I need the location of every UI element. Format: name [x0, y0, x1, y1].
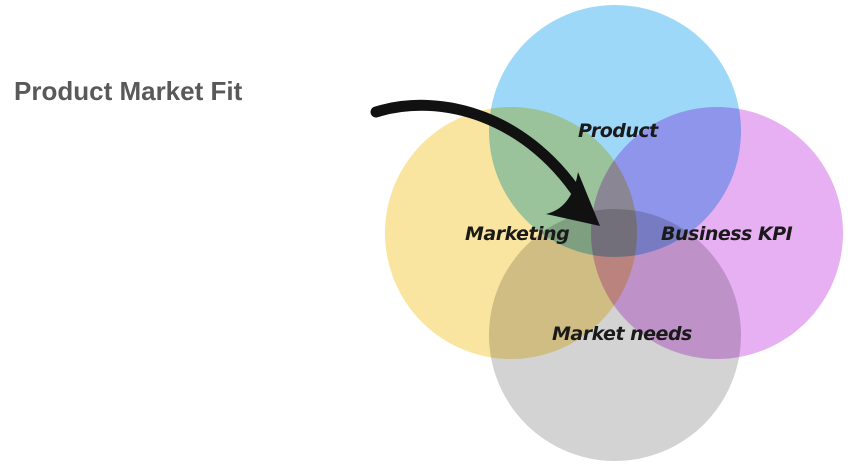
label-product: Product	[578, 120, 659, 142]
label-market-needs: Market needs	[552, 323, 692, 345]
label-marketing: Marketing	[465, 223, 569, 245]
arrow-icon	[370, 99, 600, 226]
page-title: Product Market Fit	[14, 76, 243, 106]
label-business-kpi: Business KPI	[661, 223, 793, 245]
circle-market-needs	[489, 209, 741, 461]
